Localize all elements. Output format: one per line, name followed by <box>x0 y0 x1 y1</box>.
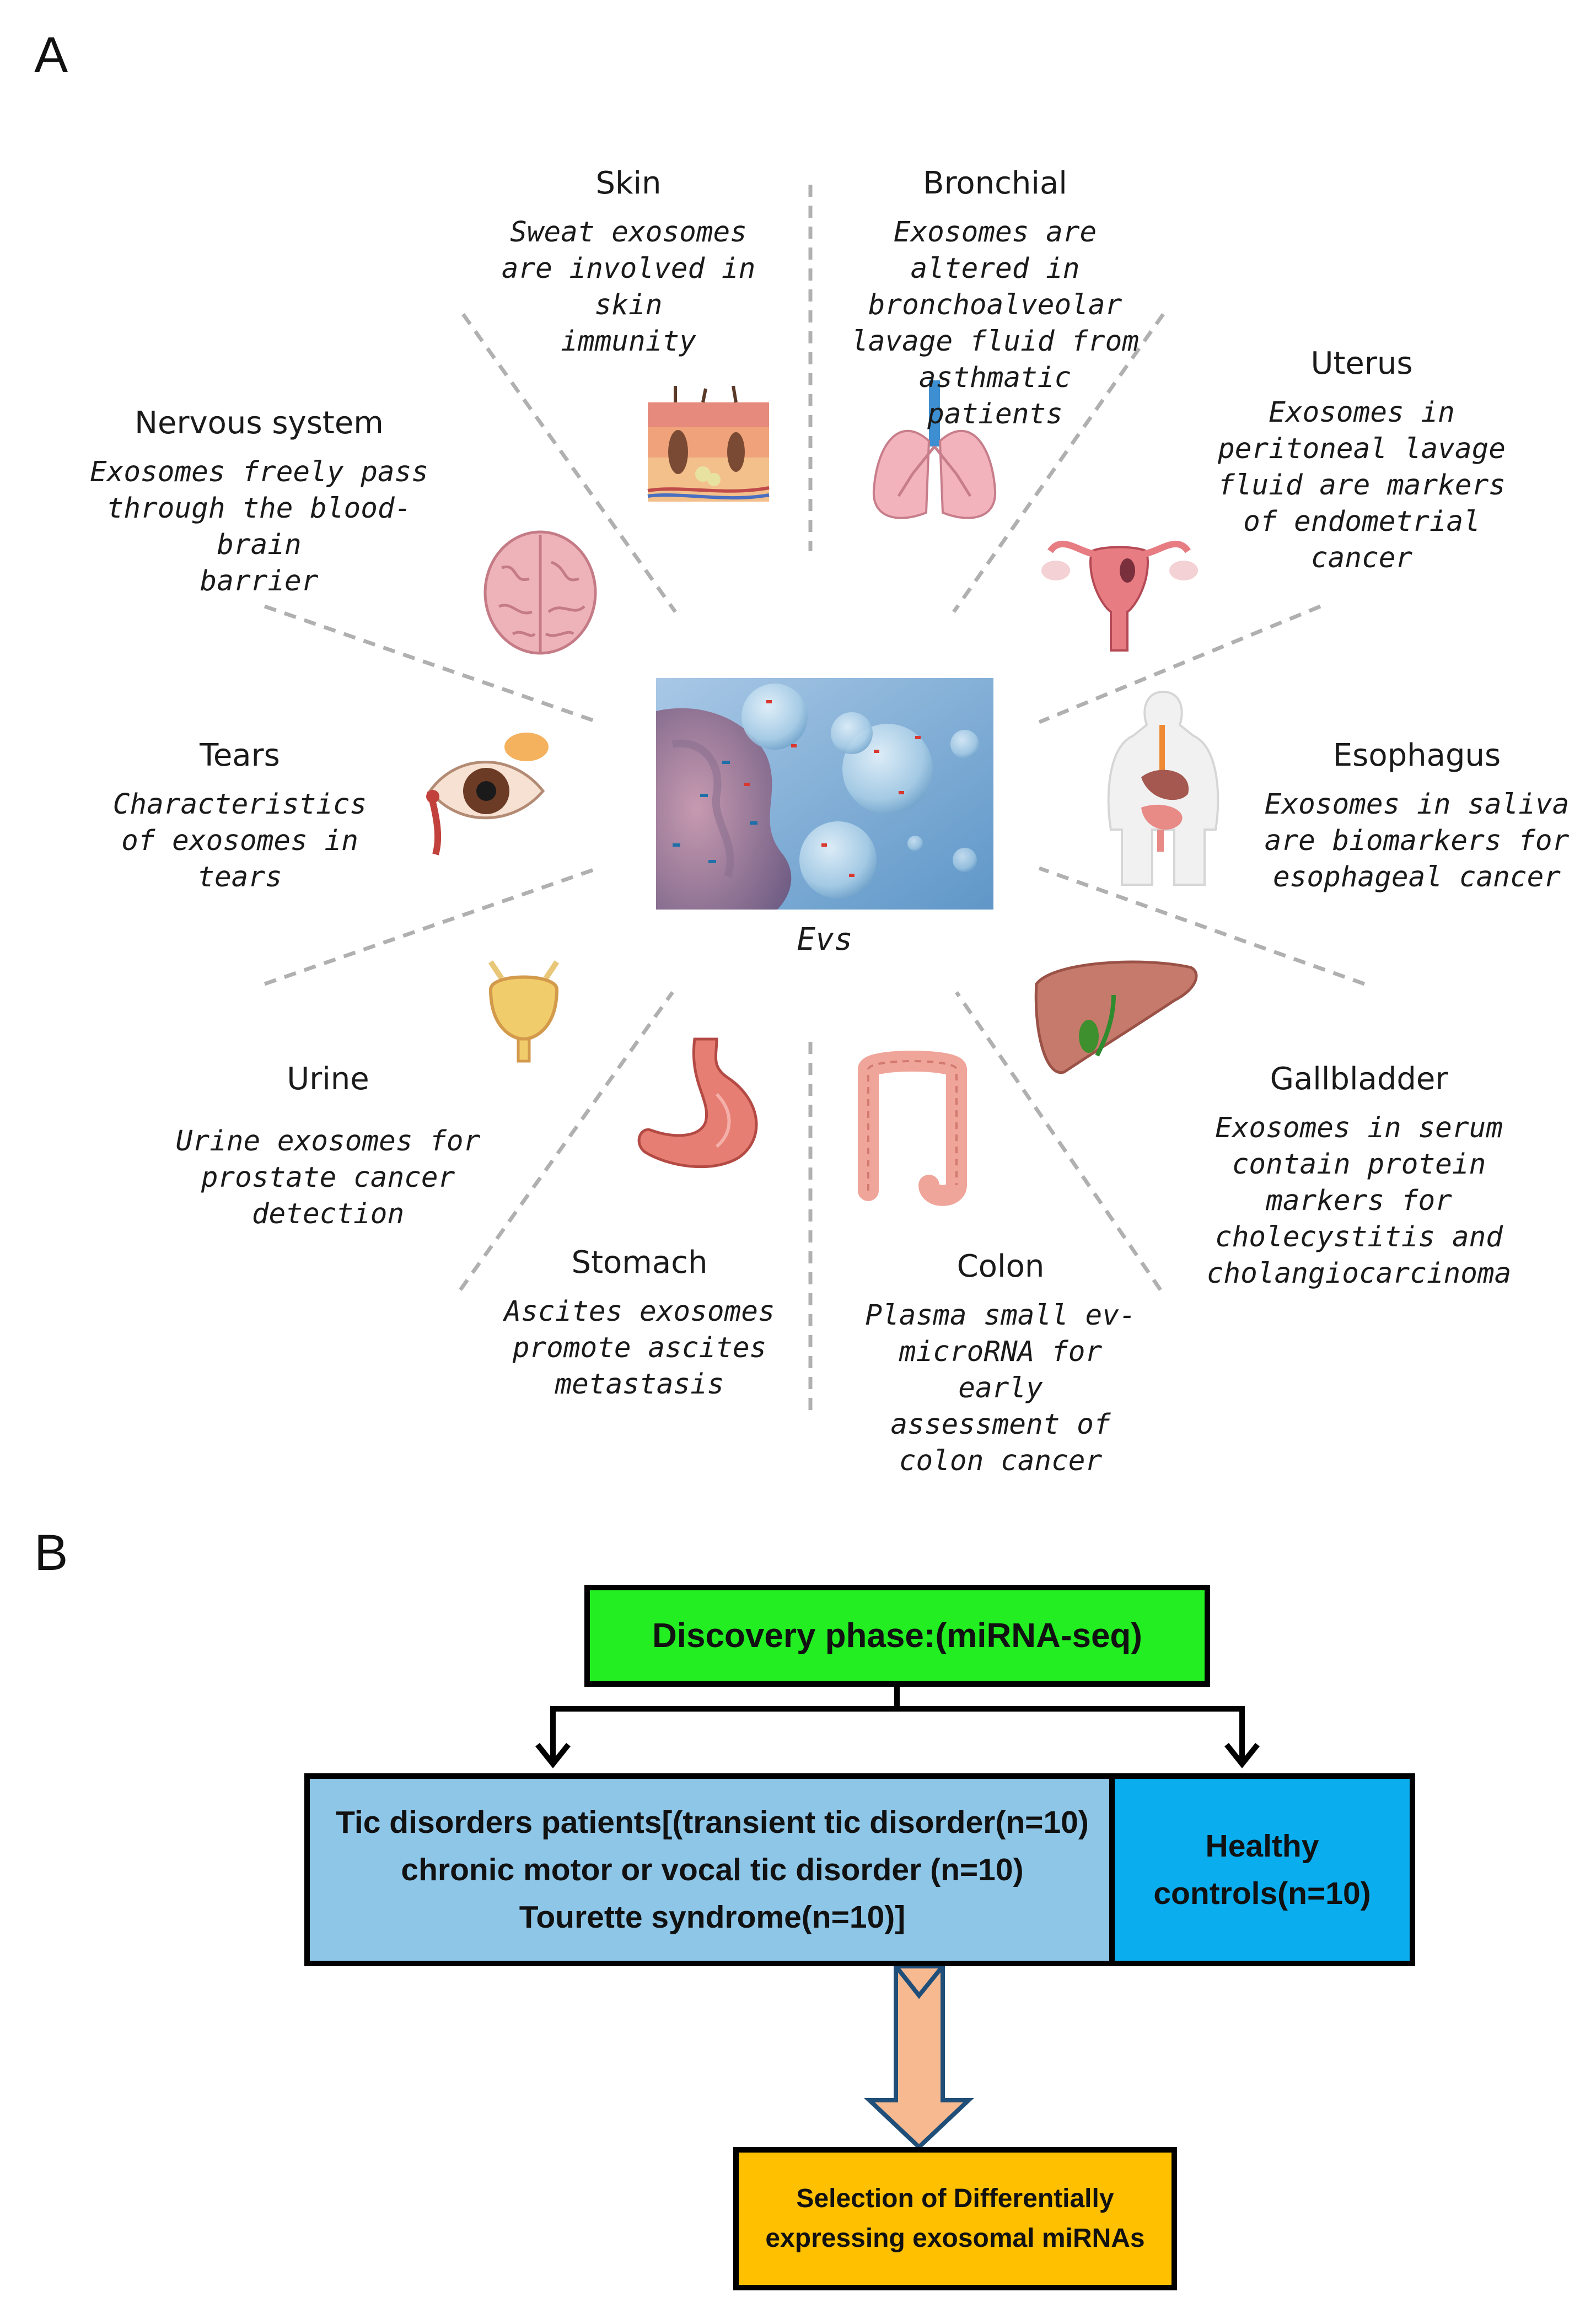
organ-name: Nervous system <box>135 405 384 441</box>
arrowhead <box>535 1742 571 1769</box>
tic-patients-box: Tic disorders patients[(transient tic di… <box>304 1773 1115 1966</box>
organ-name: Skin <box>595 165 662 201</box>
healthy-controls-box: Healthy controls(n=10) <box>1109 1773 1415 1966</box>
organ-name: Gallbladder <box>1270 1061 1448 1097</box>
eye-icon <box>426 733 549 856</box>
bladder-icon <box>488 960 560 1063</box>
colon-icon <box>858 1051 967 1206</box>
organ-name: Stomach <box>571 1245 708 1281</box>
extracellular-vesicles-image <box>656 678 993 910</box>
panel-label-b: B <box>34 1525 68 1581</box>
stomach-icon <box>637 1037 758 1169</box>
center-caption: Evs <box>797 922 853 957</box>
digestive-system-icon <box>1107 690 1219 886</box>
organ-name: Tears <box>200 738 280 773</box>
discovery-phase-box: Discovery phase:(miRNA-seq) <box>584 1585 1210 1687</box>
uterus-icon <box>1041 540 1198 652</box>
spoke-line <box>461 313 677 614</box>
organ-name: Bronchial <box>923 165 1067 201</box>
organ-name: Colon <box>956 1249 1045 1284</box>
organ-colon: Colon Plasma small ev-microRNA for early… <box>852 1249 1149 1480</box>
panel-label-a: A <box>34 27 68 83</box>
liver-icon <box>1034 960 1198 1074</box>
arrowhead <box>1224 1742 1260 1769</box>
organ-name: Urine <box>287 1061 369 1097</box>
spoke-line <box>952 313 1165 614</box>
spoke-line <box>264 866 599 986</box>
spoke-line <box>264 604 599 724</box>
organ-name: Uterus <box>1310 346 1413 381</box>
spoke-line <box>1038 604 1321 724</box>
skin-icon <box>647 386 770 502</box>
lungs-icon <box>872 380 997 519</box>
organ-name: Esophagus <box>1332 738 1501 773</box>
block-arrow <box>863 1964 975 2150</box>
spoke-line <box>1038 866 1366 986</box>
mirna-selection-box: Selection of Differentially expressing e… <box>733 2147 1177 2290</box>
radial-spokes <box>264 185 1366 1417</box>
spoke-line <box>955 991 1162 1291</box>
spoke-line <box>459 991 674 1292</box>
brain-icon <box>483 530 597 655</box>
